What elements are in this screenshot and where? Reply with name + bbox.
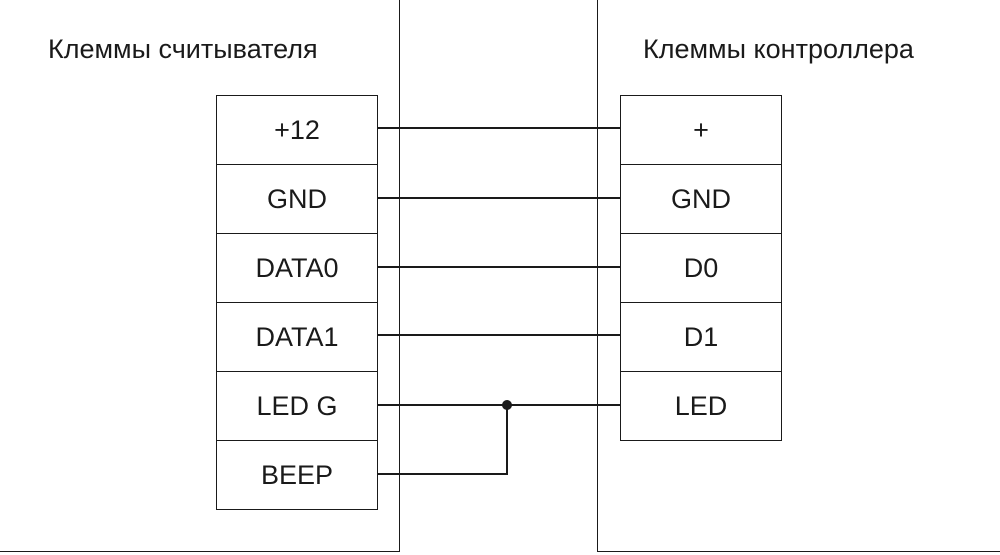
reader-terminal-12v: +12 <box>216 95 378 165</box>
reader-terminal-data1: DATA1 <box>216 302 378 372</box>
controller-terminal-gnd: GND <box>620 164 782 234</box>
controller-terminal-d1: D1 <box>620 302 782 372</box>
reader-terminal-beep: BEEP <box>216 440 378 510</box>
controller-title: Клеммы контроллера <box>643 34 914 64</box>
junction-dot <box>502 400 512 410</box>
reader-terminal-data0: DATA0 <box>216 233 378 303</box>
reader-terminal-led-g: LED G <box>216 371 378 441</box>
controller-terminal-led: LED <box>620 371 782 441</box>
wire-beep-to-led <box>378 405 508 475</box>
reader-title: Клеммы считывателя <box>48 34 318 64</box>
